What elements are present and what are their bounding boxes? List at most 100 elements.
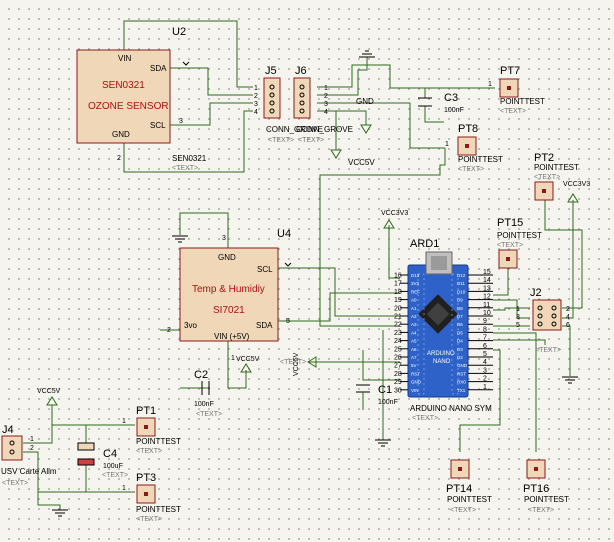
pt8-pad-icon: [465, 144, 469, 148]
j2-body[interactable]: [532, 299, 562, 331]
pt3-pin: 1: [122, 485, 126, 492]
u2-sda-arrow-icon: [182, 61, 190, 66]
j5-body[interactable]: [263, 77, 281, 119]
c1-ref: C1: [378, 384, 392, 396]
wire-u4-scl: [278, 267, 400, 317]
u4-pin-num-gnd: 3: [222, 235, 226, 242]
c1-capacitor[interactable]: C1 100nF: [356, 384, 398, 410]
wire-pt8: [319, 148, 446, 327]
u4-pin-num-sda: 5: [286, 318, 290, 325]
pt2-testpoint[interactable]: PT2 POINTTEST <TEXT>: [534, 152, 579, 201]
j4-value: USV Carte Alim: [1, 467, 57, 476]
c3-capacitor[interactable]: C3 100nF: [418, 92, 464, 114]
j6-pin-4: 4: [324, 109, 328, 116]
wire-u2-gnd: [123, 110, 253, 173]
u4-pin-sda: SDA: [256, 321, 273, 330]
vcc5v-left-arrow-icon: [307, 356, 317, 368]
c4-capacitor[interactable]: C4 100uF <TEXT>: [77, 442, 128, 479]
c1-value: 100nF: [378, 399, 398, 406]
c4-plate-bottom: [77, 458, 95, 466]
j2-connector[interactable]: J2 1 2 3 4 5 6 <TEXT>: [516, 287, 570, 354]
vcc5v-arrow-icon: [330, 149, 342, 159]
pt8-testpoint[interactable]: PT8 POINTTEST <TEXT> 1: [445, 123, 503, 173]
ard1-right-pin-10: 10: [483, 310, 491, 317]
ard1-left-pin-label: A2: [411, 314, 417, 319]
u2-title: SEN0321: [102, 80, 145, 91]
ard1-right-pin-3: 3: [483, 367, 487, 374]
u2-pin-num-scl: 3: [179, 118, 183, 125]
u4-pin-scl: SCL: [257, 265, 273, 274]
pt16-placeholder: <TEXT>: [528, 507, 554, 514]
u2-pin-vin: VIN: [118, 54, 132, 63]
j6-pin-3: 3: [324, 101, 328, 108]
u2-pin-sda: SDA: [150, 64, 167, 73]
pt15-ref: PT15: [497, 217, 523, 229]
pt3-placeholder: <TEXT>: [136, 516, 162, 523]
c4-plate-top: [77, 442, 95, 451]
ard1-right-pin-11: 11: [483, 302, 490, 309]
u4-body[interactable]: [179, 247, 279, 342]
ard1-right-pin-label: D11: [457, 281, 465, 286]
pt7-value: POINTTEST: [500, 97, 545, 106]
pt3-testpoint[interactable]: PT3 POINTTEST <TEXT> 1: [122, 472, 181, 523]
wire-u2-sda: [170, 67, 253, 96]
j2-ref: J2: [530, 287, 542, 299]
j6-pin-2-icon: [299, 92, 305, 98]
pt16-ref: PT16: [523, 483, 549, 495]
ard1-left-pin-label: A0: [411, 298, 417, 303]
wire-ard-j2-b: [493, 307, 530, 311]
wire-c4-top: [52, 424, 87, 443]
ard1-right-pin-15: 15: [483, 269, 491, 276]
ard1-right-pin-label: D9: [457, 298, 463, 303]
ard1-left-pin-18: 18: [394, 289, 402, 296]
pt3-ref: PT3: [136, 472, 156, 484]
j5-pin-3: 3: [254, 101, 258, 108]
ard1-left-pin-30: 30: [394, 387, 402, 394]
ard1-left-pin-21: 21: [394, 314, 402, 321]
j5-connector[interactable]: J5 1 2 3 4 CONN_GROVE <TEXT>: [254, 65, 323, 144]
u4-scl-arrow-icon: [284, 262, 292, 267]
pt14-value: POINTTEST: [447, 495, 492, 504]
c2-ref: C2: [194, 369, 208, 381]
pt7-testpoint[interactable]: PT7 POINTTEST <TEXT> 1: [488, 65, 545, 115]
pt1-ref: PT1: [136, 405, 156, 417]
u4-temp-humidity-sensor[interactable]: U4 GND SCL SDA VIN (+5V) 3vo Temp & Humi…: [167, 228, 292, 362]
u2-subtitle: OZONE SENSOR: [88, 101, 169, 112]
pt16-pad-icon: [534, 467, 538, 471]
c2-capacitor[interactable]: C2 100nF <TEXT>: [194, 369, 222, 418]
j6-body[interactable]: [293, 77, 311, 119]
u2-body[interactable]: [76, 49, 171, 144]
ard1-usb-inner-icon: [431, 256, 447, 270]
gnd-arrow-icon: [360, 124, 372, 134]
vcc5v-u4-arrow-icon: [240, 363, 252, 373]
ard1-right-pin-label: TX1: [457, 388, 466, 393]
j6-pin-4-icon: [299, 108, 305, 114]
j4-body[interactable]: [1, 435, 23, 461]
net-vcc3v3-ard: VCC3V3: [381, 210, 408, 217]
j6-placeholder: <TEXT>: [298, 137, 324, 144]
j2-pin-2: 2: [566, 306, 570, 313]
wire-u2-vin: [123, 20, 253, 88]
j2-pin-4-icon: [551, 313, 557, 319]
ard1-brand: ARDUINO: [427, 351, 455, 357]
wire-pt15: [493, 268, 509, 296]
pt7-ref: PT7: [500, 65, 520, 77]
gnd-symbol-c1: [375, 439, 391, 447]
j2-pin-6: 6: [566, 322, 570, 329]
pt15-testpoint[interactable]: PT15 POINTTEST <TEXT>: [497, 217, 542, 269]
ard1-right-pin-label: D10: [457, 289, 466, 294]
wire-pt2: [544, 200, 583, 309]
pt16-testpoint[interactable]: PT16 POINTTEST <TEXT>: [523, 459, 569, 514]
pt1-testpoint[interactable]: PT1 POINTTEST <TEXT> 1: [122, 405, 181, 455]
j4-connector[interactable]: J4 1 2 USV Carte Alim <TEXT>: [1, 424, 57, 487]
pt16-value: POINTTEST: [524, 495, 569, 504]
j6-connector[interactable]: J6 1 2 3 4 CONN_GROVE <TEXT> GND: [293, 65, 374, 144]
c2-placeholder: <TEXT>: [196, 411, 222, 418]
pt15-placeholder: <TEXT>: [497, 242, 523, 249]
pt14-testpoint[interactable]: PT14 POINTTEST <TEXT>: [446, 459, 492, 514]
ard1-right-pin-6: 6: [483, 343, 487, 350]
u2-ozone-sensor[interactable]: U2 VIN SDA SCL GND SEN0321 OZONE SENSOR …: [76, 26, 207, 172]
wire-vcc3v3-ard: [388, 225, 400, 279]
